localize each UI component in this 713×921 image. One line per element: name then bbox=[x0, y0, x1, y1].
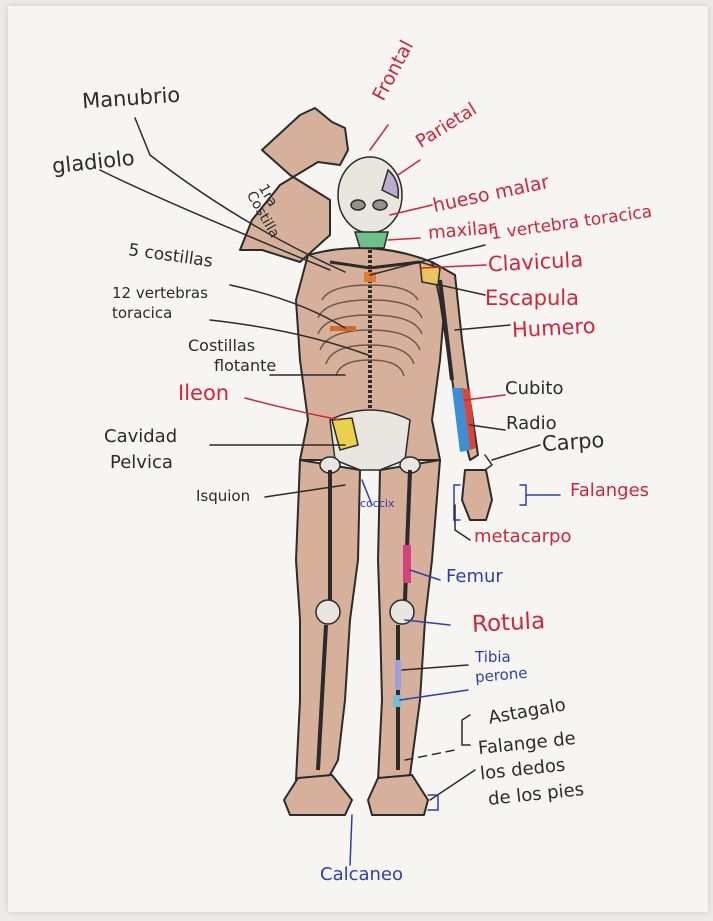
label-calcaneo: Calcaneo bbox=[320, 866, 403, 884]
hand bbox=[462, 470, 492, 520]
label-falanges: Falanges bbox=[570, 482, 649, 500]
right-foot bbox=[284, 775, 352, 815]
label-humero: Humero bbox=[512, 316, 596, 341]
label-doce-vertebras-2: toracica bbox=[112, 306, 172, 321]
label-rotula: Rotula bbox=[471, 610, 545, 637]
left-foot bbox=[368, 775, 428, 815]
label-ileon: Ileon bbox=[178, 383, 229, 404]
label-perone: perone bbox=[474, 666, 528, 686]
label-escapula: Escapula bbox=[485, 288, 579, 309]
label-clavicula: Clavicula bbox=[488, 250, 584, 276]
eye-socket bbox=[373, 200, 387, 210]
label-costillas-flotante-1: Costillas bbox=[188, 338, 255, 354]
label-cavidad-pelvica-2: Pelvica bbox=[110, 454, 173, 472]
eye-socket bbox=[351, 200, 365, 210]
label-coccix: coccix bbox=[360, 498, 394, 509]
tibia-patch bbox=[395, 660, 401, 690]
label-tibia: Tibia bbox=[475, 650, 511, 665]
label-metacarpo: metacarpo bbox=[474, 528, 571, 546]
label-isquion: Isquion bbox=[196, 489, 250, 504]
jaw-maxilar bbox=[355, 232, 388, 248]
label-cubito: Cubito bbox=[505, 380, 563, 398]
label-costillas-flotante-2: flotante bbox=[214, 358, 276, 374]
label-femur: Femur bbox=[446, 568, 503, 586]
label-radio: Radio bbox=[506, 415, 557, 433]
label-doce-vertebras-1: 12 vertebras bbox=[112, 286, 208, 301]
label-cavidad-pelvica-1: Cavidad bbox=[104, 428, 177, 446]
astragalo-patch bbox=[393, 695, 401, 707]
label-carpo: Carpo bbox=[541, 430, 605, 455]
femur-patch bbox=[403, 545, 411, 583]
patella bbox=[316, 600, 340, 624]
